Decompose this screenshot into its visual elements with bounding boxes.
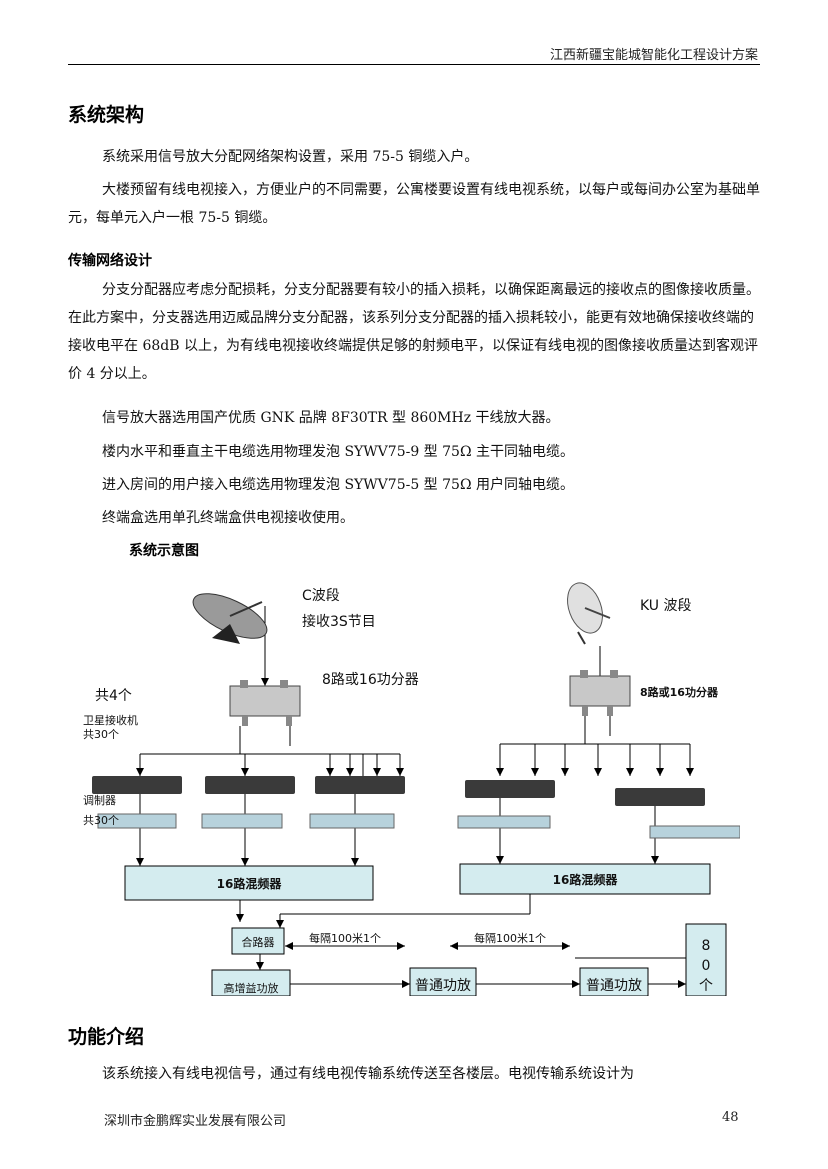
every-100m-label-1: 每隔100米1个 [309,931,381,945]
c-band-label-1: C波段 [302,588,340,604]
header-title: 江西新疆宝能城智能化工程设计方案 [549,48,758,63]
normal-amp-1-box [409,967,477,996]
header-rule [68,64,760,65]
modulator-icon [97,813,740,839]
count-4-label: 共4个 [95,688,132,704]
combiner-label: 合路器 [242,935,275,949]
transmission-paragraph-1: 分支分配器应考虑分配损耗，分支分配器要有较小的插入损耗，以确保距离最远的接收点的… [68,282,760,382]
every-100m-label-2: 每隔100米1个 [474,931,546,945]
terminal-count-char-3: 个 [699,978,713,994]
mixer-right-box [459,863,711,895]
terminal-count-box [685,923,727,996]
section-title-function: 功能介绍 [68,1026,145,1048]
combiner-box [231,927,285,955]
mixer-left-box [124,865,374,901]
transmission-paragraph-5: 终端盒选用单孔终端盒供电视接收使用。 [102,510,354,526]
high-gain-amp-label: 高增益功放 [224,981,279,995]
section-title-architecture: 系统架构 [68,104,145,126]
function-paragraph-1: 该系统接入有线电视信号，通过有线电视传输系统传送至各楼层。电视传输系统设计为 [102,1066,634,1082]
high-gain-amp-box [211,969,291,996]
footer-company: 深圳市金鹏辉实业发展有限公司 [104,1114,287,1129]
ku-band-dish-icon [567,582,611,645]
modulator-label: 调制器 [83,794,116,807]
splitter-left-icon [229,680,301,726]
system-diagram: 16路混频器 16路混频器 合路器 高增益功放 普通功放 普通功放 8 0 个 … [83,582,740,996]
receiver-label: 卫星接收机 [83,713,138,727]
terminal-count-char-1: 8 [702,938,711,954]
receiver-icon [92,776,705,806]
transmission-paragraph-2: 信号放大器选用国产优质 GNK 品牌 8F30TR 型 860MHz 干线放大器… [102,410,560,426]
splitter-right-label: 8路或16功分器 [640,685,719,699]
c-band-dish-icon [192,593,268,644]
normal-amp-2-box [579,967,649,996]
terminal-count-char-2: 0 [702,958,711,974]
splitter-right-icon [569,670,631,716]
normal-amp-2-label: 普通功放 [586,978,642,994]
transmission-paragraph-4: 进入房间的用户接入电缆选用物理发泡 SYWV75-5 型 75Ω 用户同轴电缆。 [102,477,575,493]
splitter-left-label: 8路或16功分器 [322,672,419,688]
architecture-paragraph-1: 系统采用信号放大分配网络架构设置，采用 75-5 铜缆入户。 [102,149,479,165]
page-number: 48 [722,1110,739,1125]
architecture-paragraph-2: 大楼预留有线电视接入，方便业户的不同需要，公寓楼要设置有线电视系统，以每户或每间… [68,182,760,226]
receiver-count-label: 共30个 [83,728,119,741]
section-title-transmission: 传输网络设计 [68,253,152,269]
modulator-count-label: 共30个 [83,814,119,827]
c-band-label-2: 接收3S节目 [302,613,376,630]
transmission-paragraph-3: 楼内水平和垂直主干电缆选用物理发泡 SYWV75-9 型 75Ω 主干同轴电缆。 [102,444,575,460]
normal-amp-1-label: 普通功放 [415,978,471,994]
diagram-title: 系统示意图 [129,543,199,559]
ku-band-label: KU 波段 [640,598,692,614]
mixer-right-label: 16路混频器 [553,872,619,887]
mixer-left-label: 16路混频器 [217,876,283,891]
